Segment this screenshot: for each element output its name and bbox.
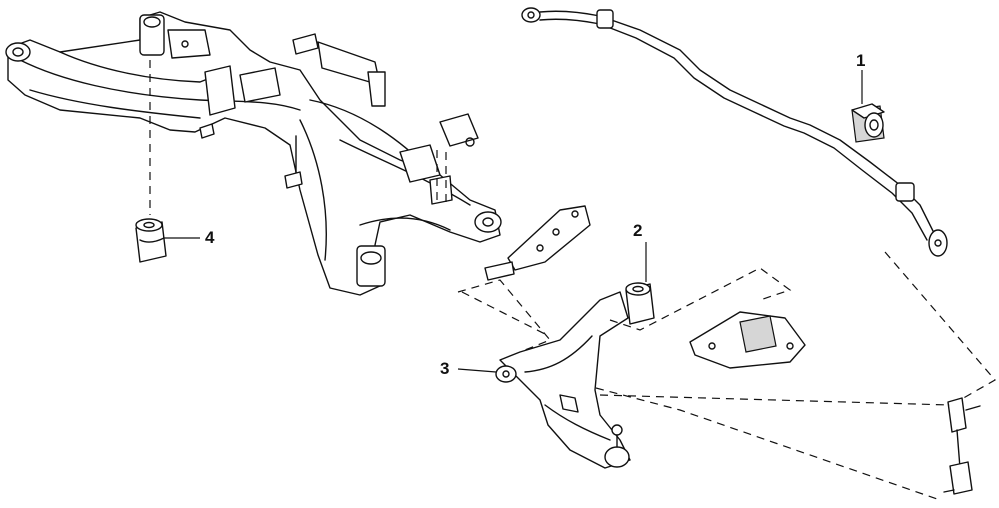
leader-3: [457, 368, 497, 373]
stabilizer-bar: [521, 7, 948, 257]
bushing-4: [135, 218, 167, 263]
stabilizer-link: [943, 397, 981, 495]
bushing-1: [851, 103, 885, 143]
lower-control-arm: [495, 291, 631, 469]
assembly-dashed-lines: [457, 251, 996, 501]
bump-stop-bracket: [436, 113, 479, 205]
callout-number-2: 2: [633, 221, 643, 240]
callout-number-4: 4: [205, 228, 215, 247]
front-subframe: [5, 11, 502, 296]
bushing-2: [625, 282, 655, 325]
callout-number-1: 1: [856, 51, 866, 70]
tension-rod-bracket: [484, 205, 591, 281]
bushing-mount-plate: [689, 311, 806, 369]
callout-number-3: 3: [440, 359, 450, 378]
